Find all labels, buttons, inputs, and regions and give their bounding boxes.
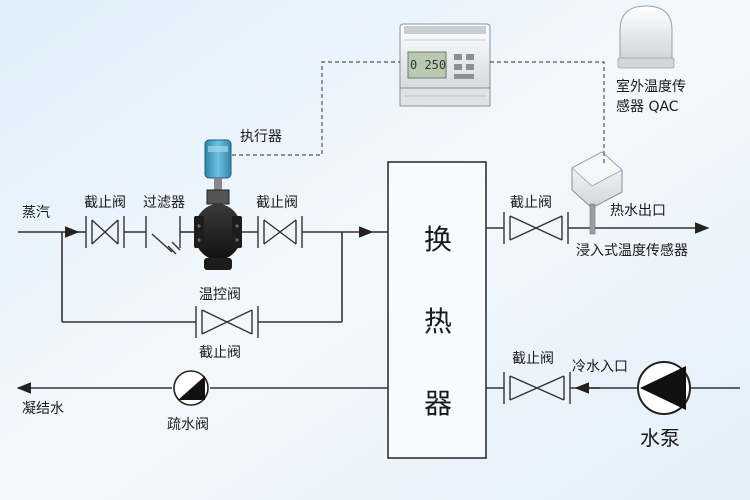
label-steam: 蒸汽	[22, 205, 50, 221]
label-stop-valve-bypass: 截止阀	[199, 345, 241, 361]
label-cold-water-in: 冷水入口	[572, 359, 628, 375]
temp-control-valve	[194, 139, 242, 270]
stop-valve-hot-water	[503, 212, 569, 244]
label-stop-valve-cold: 截止阀	[512, 351, 554, 367]
immersion-sensor	[571, 151, 623, 235]
label-heat-exchanger-1: 换	[424, 223, 453, 256]
drain-valve-symbol	[173, 370, 209, 406]
label-outdoor-sensor-line1: 室外温度传	[616, 79, 686, 95]
filter-symbol	[145, 216, 181, 255]
outdoor-sensor	[617, 5, 675, 69]
label-actuator: 执行器	[240, 129, 282, 145]
label-water-pump: 水泵	[640, 426, 680, 450]
label-stop-valve-2: 截止阀	[256, 195, 298, 211]
label-drain-valve: 疏水阀	[167, 417, 209, 433]
label-condensate: 凝结水	[22, 401, 64, 417]
label-hot-water-out: 热水出口	[610, 203, 666, 219]
label-heat-exchanger-2: 热	[424, 305, 453, 338]
controller-display-readout: 0 250	[410, 58, 447, 72]
heat-exchanger-box	[387, 161, 487, 459]
water-pump-symbol	[637, 361, 691, 415]
label-heat-exchanger-3: 器	[424, 387, 453, 420]
stop-valve-cold-water	[503, 372, 571, 404]
label-outdoor-sensor-line2: 感器 QAC	[616, 99, 679, 115]
label-temp-control-valve: 温控阀	[199, 287, 241, 303]
stop-valve-steam-1	[85, 216, 125, 248]
signal-wires	[232, 61, 605, 166]
label-stop-valve-1: 截止阀	[84, 195, 126, 211]
controller-unit	[399, 23, 491, 107]
stop-valve-steam-2	[257, 216, 303, 248]
label-immersion-sensor: 浸入式温度传感器	[576, 243, 688, 259]
steam-pipe	[18, 226, 388, 323]
stop-valve-bypass	[195, 306, 259, 338]
label-stop-valve-hot: 截止阀	[510, 195, 552, 211]
label-filter: 过滤器	[143, 195, 185, 211]
